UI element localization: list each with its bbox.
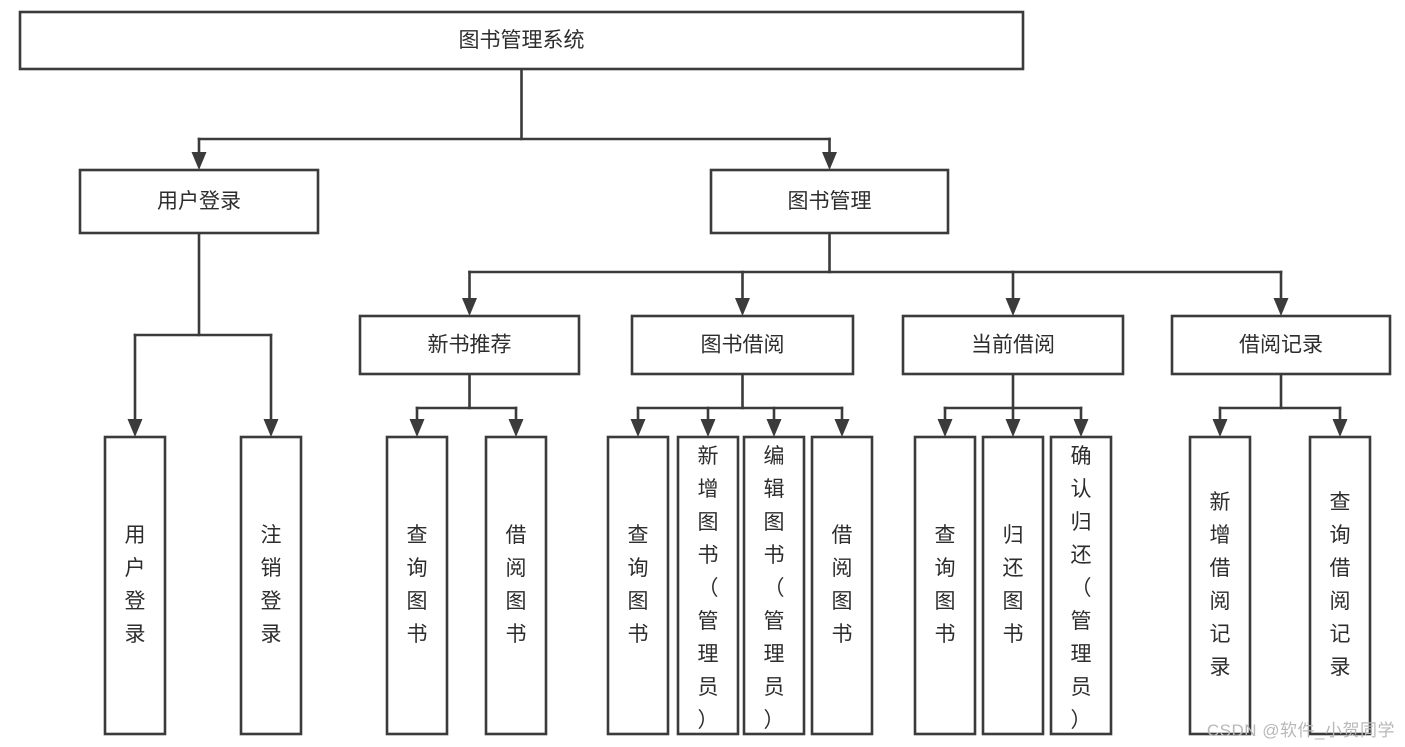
node-box-new-book-recommend[interactable] xyxy=(358,314,581,376)
node-leaf-borrow-book-recommend[interactable]: 借阅图书 xyxy=(484,435,548,736)
node-leaf-query-borrow-record[interactable]: 查询借阅记录 xyxy=(1308,435,1372,736)
node-label-current-borrow: 当前借阅 xyxy=(971,334,1055,357)
connector-current-borrow-to-leaves xyxy=(937,372,1089,437)
node-box-leaf-add-book-admin[interactable] xyxy=(676,435,740,736)
node-box-leaf-logout-login[interactable] xyxy=(239,435,303,736)
node-label-user-login: 用户登录 xyxy=(157,190,241,213)
node-box-leaf-query-borrow-record[interactable] xyxy=(1308,435,1372,736)
node-label-leaf-query-book-current: 查询图书 xyxy=(935,524,956,646)
node-label-leaf-query-borrow-record: 查询借阅记录 xyxy=(1330,491,1351,679)
node-leaf-return-book[interactable]: 归还图书 xyxy=(981,435,1045,736)
node-leaf-add-borrow-record[interactable]: 新增借阅记录 xyxy=(1188,435,1252,736)
node-current-borrow[interactable]: 当前借阅 xyxy=(901,314,1125,376)
node-box-leaf-return-book[interactable] xyxy=(981,435,1045,736)
node-box-user-login[interactable] xyxy=(78,168,320,235)
node-box-borrow-record[interactable] xyxy=(1170,314,1392,376)
connector-new-book-recommend-to-leaves xyxy=(409,372,524,437)
node-box-leaf-borrow-book[interactable] xyxy=(810,435,874,736)
node-label-book-borrow: 图书借阅 xyxy=(701,334,785,357)
node-label-leaf-logout-login: 注销登录 xyxy=(261,524,282,646)
node-label-root: 图书管理系统 xyxy=(459,29,585,52)
node-label-leaf-add-book-admin: 新增图书（管理员） xyxy=(698,445,719,732)
node-leaf-user-login[interactable]: 用户登录 xyxy=(103,435,167,736)
node-leaf-edit-book-admin[interactable]: 编辑图书（管理员） xyxy=(742,435,806,736)
node-layer: 图书管理系统用户登录图书管理新书推荐图书借阅当前借阅借阅记录用户登录注销登录查询… xyxy=(18,10,1392,736)
node-new-book-recommend[interactable]: 新书推荐 xyxy=(358,314,581,376)
node-box-book-manage[interactable] xyxy=(709,168,950,235)
node-label-new-book-recommend: 新书推荐 xyxy=(428,334,512,357)
node-box-book-borrow[interactable] xyxy=(630,314,855,376)
node-leaf-confirm-return-admin[interactable]: 确认归还（管理员） xyxy=(1049,435,1113,736)
node-box-leaf-borrow-book-recommend[interactable] xyxy=(484,435,548,736)
connector-layer xyxy=(127,67,1348,437)
node-leaf-add-book-admin[interactable]: 新增图书（管理员） xyxy=(676,435,740,736)
node-label-leaf-edit-book-admin: 编辑图书（管理员） xyxy=(764,445,785,732)
node-box-leaf-query-book-current[interactable] xyxy=(913,435,977,736)
node-box-current-borrow[interactable] xyxy=(901,314,1125,376)
node-label-leaf-borrow-book-recommend: 借阅图书 xyxy=(506,524,527,646)
node-leaf-borrow-book[interactable]: 借阅图书 xyxy=(810,435,874,736)
node-borrow-record[interactable]: 借阅记录 xyxy=(1170,314,1392,376)
node-box-leaf-query-book-borrow[interactable] xyxy=(606,435,670,736)
node-label-leaf-add-borrow-record: 新增借阅记录 xyxy=(1210,491,1231,679)
node-label-book-manage: 图书管理 xyxy=(788,190,872,213)
node-box-leaf-query-book-recommend[interactable] xyxy=(385,435,449,736)
node-box-leaf-user-login[interactable] xyxy=(103,435,167,736)
node-root[interactable]: 图书管理系统 xyxy=(18,10,1025,71)
node-leaf-query-book-borrow[interactable]: 查询图书 xyxy=(606,435,670,736)
connector-book-manage-to-level3 xyxy=(462,231,1289,316)
node-label-leaf-borrow-book: 借阅图书 xyxy=(832,524,853,646)
node-label-leaf-query-book-recommend: 查询图书 xyxy=(407,524,428,646)
node-label-leaf-query-book-borrow: 查询图书 xyxy=(628,524,649,646)
connector-user-login-to-leaves xyxy=(127,231,279,437)
node-leaf-query-book-current[interactable]: 查询图书 xyxy=(913,435,977,736)
node-box-leaf-add-borrow-record[interactable] xyxy=(1188,435,1252,736)
node-book-borrow[interactable]: 图书借阅 xyxy=(630,314,855,376)
node-book-manage[interactable]: 图书管理 xyxy=(709,168,950,235)
node-box-root[interactable] xyxy=(18,10,1025,71)
node-label-leaf-return-book: 归还图书 xyxy=(1003,524,1024,646)
node-user-login[interactable]: 用户登录 xyxy=(78,168,320,235)
node-box-leaf-confirm-return-admin[interactable] xyxy=(1049,435,1113,736)
node-box-leaf-edit-book-admin[interactable] xyxy=(742,435,806,736)
node-leaf-logout-login[interactable]: 注销登录 xyxy=(239,435,303,736)
node-label-leaf-user-login: 用户登录 xyxy=(125,524,146,646)
connector-root-to-level2 xyxy=(191,67,837,170)
connector-borrow-record-to-leaves xyxy=(1212,372,1348,437)
node-leaf-query-book-recommend[interactable]: 查询图书 xyxy=(385,435,449,736)
node-label-leaf-confirm-return-admin: 确认归还（管理员） xyxy=(1071,445,1092,732)
node-label-borrow-record: 借阅记录 xyxy=(1239,334,1323,357)
connector-book-borrow-to-leaves xyxy=(630,372,850,437)
